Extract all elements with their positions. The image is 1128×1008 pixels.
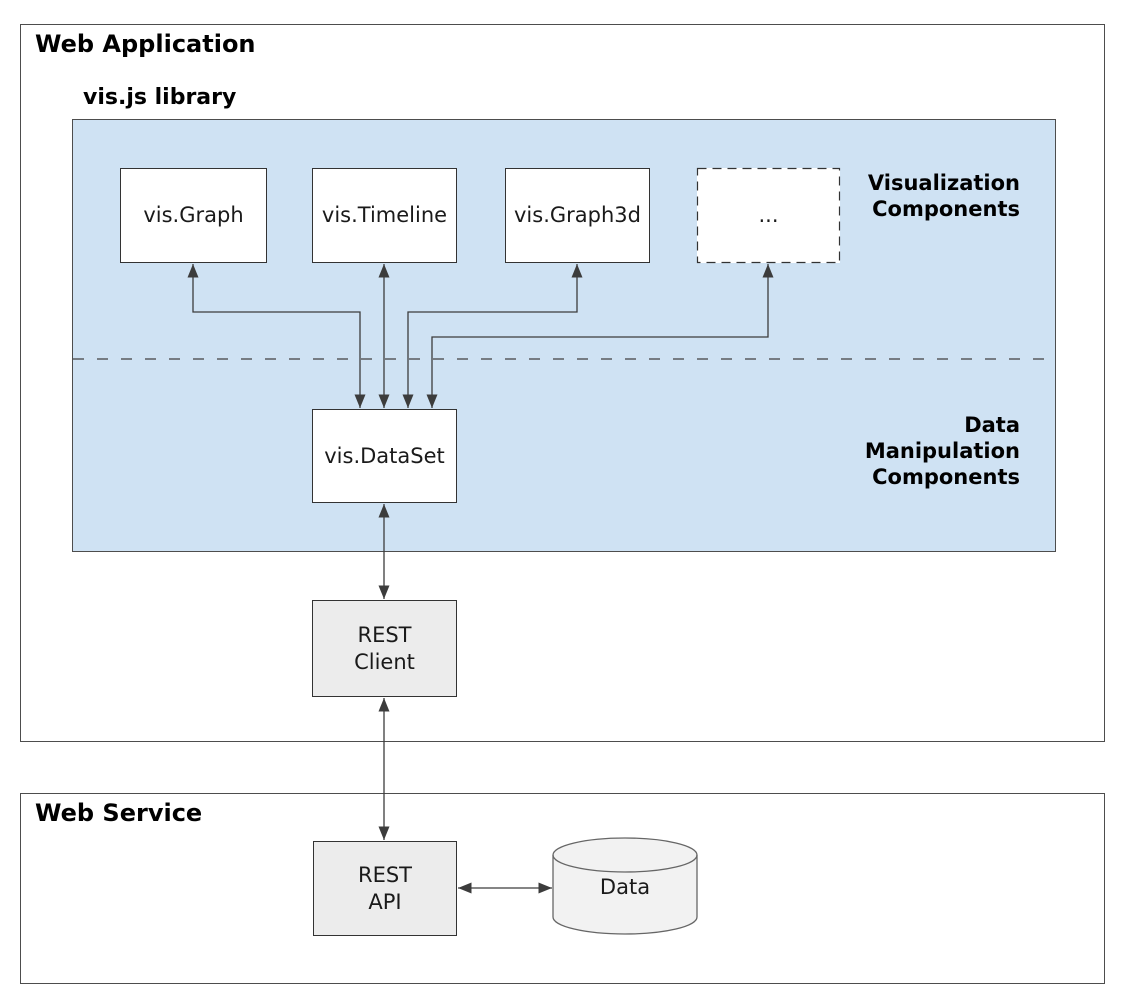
- node-rest-client-label-line2: Client: [354, 649, 415, 674]
- node-rest-client: REST Client: [312, 600, 457, 697]
- node-vis-dataset: vis.DataSet: [312, 409, 457, 503]
- node-ellipsis: ...: [697, 168, 840, 263]
- node-rest-api-label-line2: API: [368, 889, 402, 914]
- data-store-label: Data: [599, 875, 651, 899]
- node-vis-graph3d: vis.Graph3d: [505, 168, 650, 263]
- visualization-components-label: Visualization Components: [868, 170, 1020, 222]
- web-service-title: Web Service: [35, 799, 203, 827]
- node-vis-timeline-label: vis.Timeline: [321, 203, 448, 227]
- node-ellipsis-label: ...: [758, 203, 779, 227]
- data-manipulation-components-label: Data Manipulation Components: [865, 412, 1020, 490]
- data-manipulation-label-line1: Data: [964, 413, 1020, 437]
- node-vis-dataset-label: vis.DataSet: [324, 443, 445, 468]
- node-rest-api-label-line1: REST: [357, 862, 413, 887]
- node-rest-api: REST API: [313, 841, 457, 936]
- data-manipulation-label-line3: Components: [872, 465, 1020, 489]
- web-application-title: Web Application: [35, 30, 256, 58]
- node-rest-client-label-line1: REST: [357, 622, 412, 647]
- node-vis-graph-label: vis.Graph: [143, 203, 244, 227]
- data-manipulation-label-line2: Manipulation: [864, 439, 1020, 463]
- visualization-components-label-line1: Visualization: [867, 171, 1020, 195]
- node-vis-timeline: vis.Timeline: [312, 168, 457, 263]
- node-vis-graph3d-label: vis.Graph3d: [514, 203, 641, 227]
- visualization-components-label-line2: Components: [872, 197, 1020, 221]
- node-vis-graph: vis.Graph: [120, 168, 267, 263]
- visjs-library-label: vis.js library: [83, 85, 237, 110]
